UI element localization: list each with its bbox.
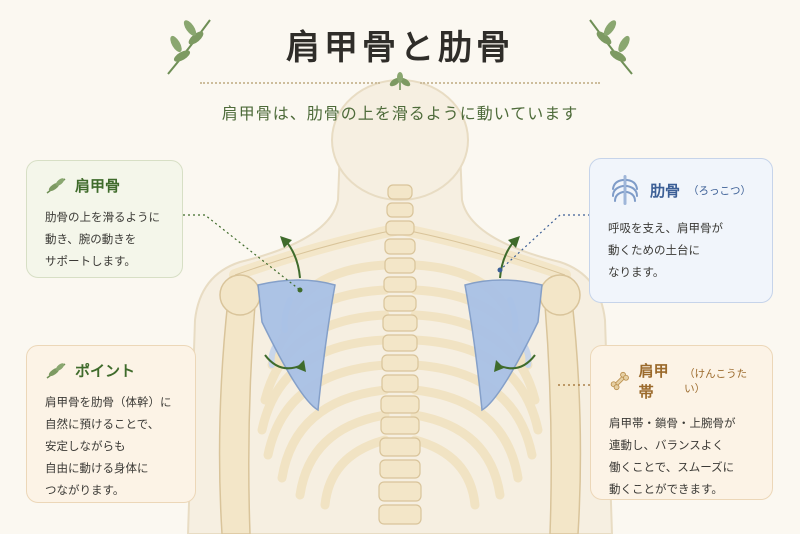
leaf-icon <box>46 362 66 379</box>
ribcage-icon <box>612 175 638 205</box>
scapula-card-line: サポートします。 <box>45 254 136 268</box>
scapula-card-title: 肩甲骨 <box>75 177 121 195</box>
point-card: ポイント 肩甲骨を肋骨（体幹）に 自然に預けることで、 安定しながらも 自由に動… <box>26 345 196 503</box>
scapula-card-line: 動き、腕の動きを <box>45 232 137 246</box>
ribs-card: 肋骨 （ろっこつ） 呼吸を支え、肩甲骨が 動くための土台に なります。 <box>589 158 773 303</box>
page-title: 肩甲骨と肋骨 <box>286 28 514 68</box>
shoulder-girdle-card-line: 肩甲帯・鎖骨・上腕骨が <box>609 416 736 430</box>
ribs-card-line: 呼吸を支え、肩甲骨が <box>608 221 723 235</box>
shoulder-girdle-card-line: 連動し、バランスよく <box>609 438 724 452</box>
ribs-card-line: 動くための土台に <box>608 243 700 257</box>
divider-left <box>200 82 380 84</box>
ribs-card-reading: （ろっこつ） <box>688 184 752 197</box>
shoulder-girdle-card-line: 働くことで、スムーズに <box>609 460 735 474</box>
divider-right <box>420 82 600 84</box>
point-card-line: 自然に預けることで、 <box>45 417 160 431</box>
scapula-card-line: 肋骨の上を滑るように <box>45 210 160 224</box>
ribs-card-title: 肋骨 <box>650 181 681 200</box>
shoulder-girdle-card-title: 肩甲帯 <box>638 362 669 401</box>
center-leaf-icon <box>389 72 411 90</box>
shoulder-girdle-card-line: 動くことができます。 <box>609 482 723 496</box>
leaf-icon <box>46 177 66 194</box>
page-subtitle: 肩甲骨は、肋骨の上を滑るように動いています <box>221 104 579 123</box>
ribs-card-line: なります。 <box>608 265 665 279</box>
bone-icon <box>610 371 629 391</box>
scapula-card: 肩甲骨 肋骨の上を滑るように 動き、腕の動きを サポートします。 <box>26 160 183 278</box>
point-card-line: 肩甲骨を肋骨（体幹）に <box>45 395 172 409</box>
point-card-line: 安定しながらも <box>45 439 126 453</box>
point-card-line: つながります。 <box>45 483 125 497</box>
point-card-title: ポイント <box>75 362 136 380</box>
shoulder-girdle-card: 肩甲帯 （けんこうたい） 肩甲帯・鎖骨・上腕骨が 連動し、バランスよく 働くこと… <box>590 345 773 500</box>
left-sprig-icon <box>167 19 211 75</box>
shoulder-girdle-card-reading: （けんこうたい） <box>684 368 748 395</box>
right-sprig-icon <box>589 19 633 75</box>
point-card-line: 自由に動ける身体に <box>45 461 149 475</box>
